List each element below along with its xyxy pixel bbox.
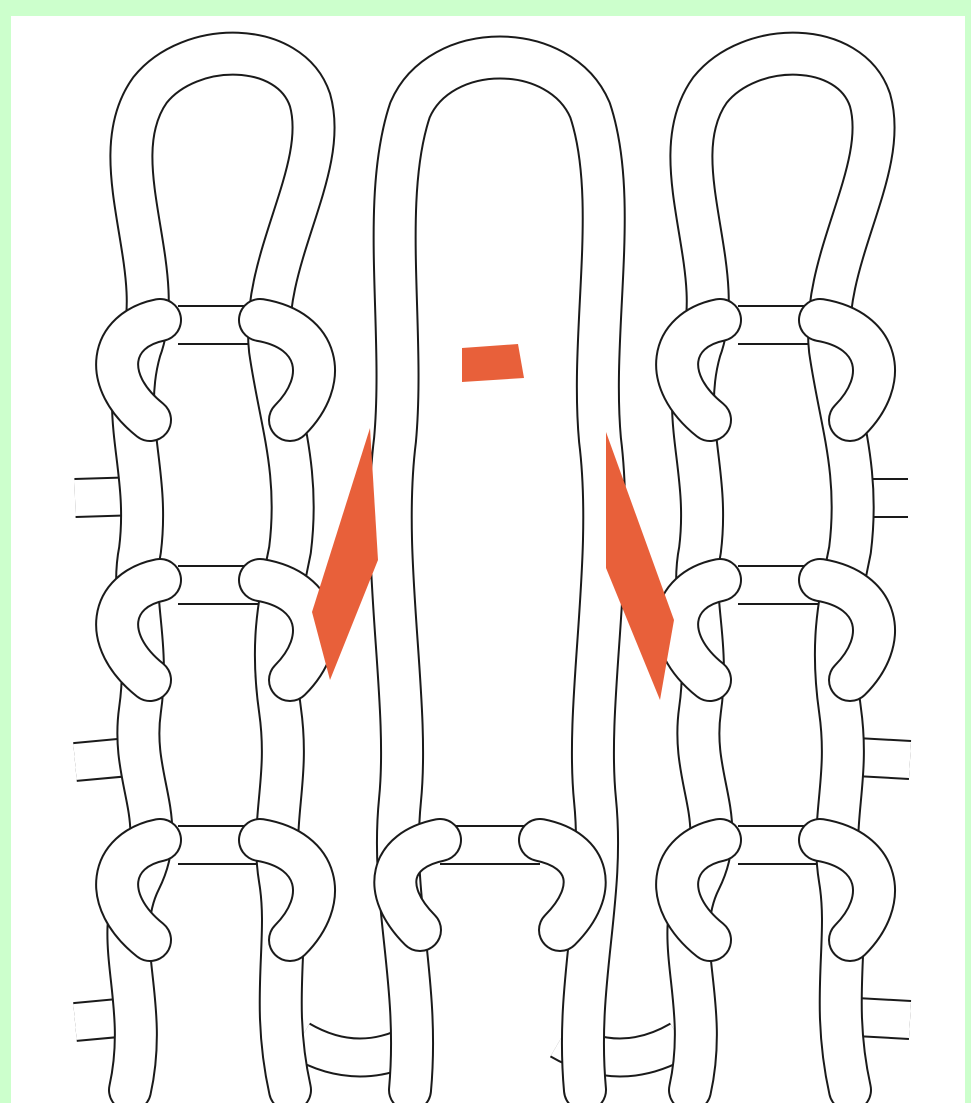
highlight-left-segment <box>312 428 378 680</box>
center-wale-loop <box>391 58 605 1091</box>
highlight-top-segment <box>462 344 524 382</box>
